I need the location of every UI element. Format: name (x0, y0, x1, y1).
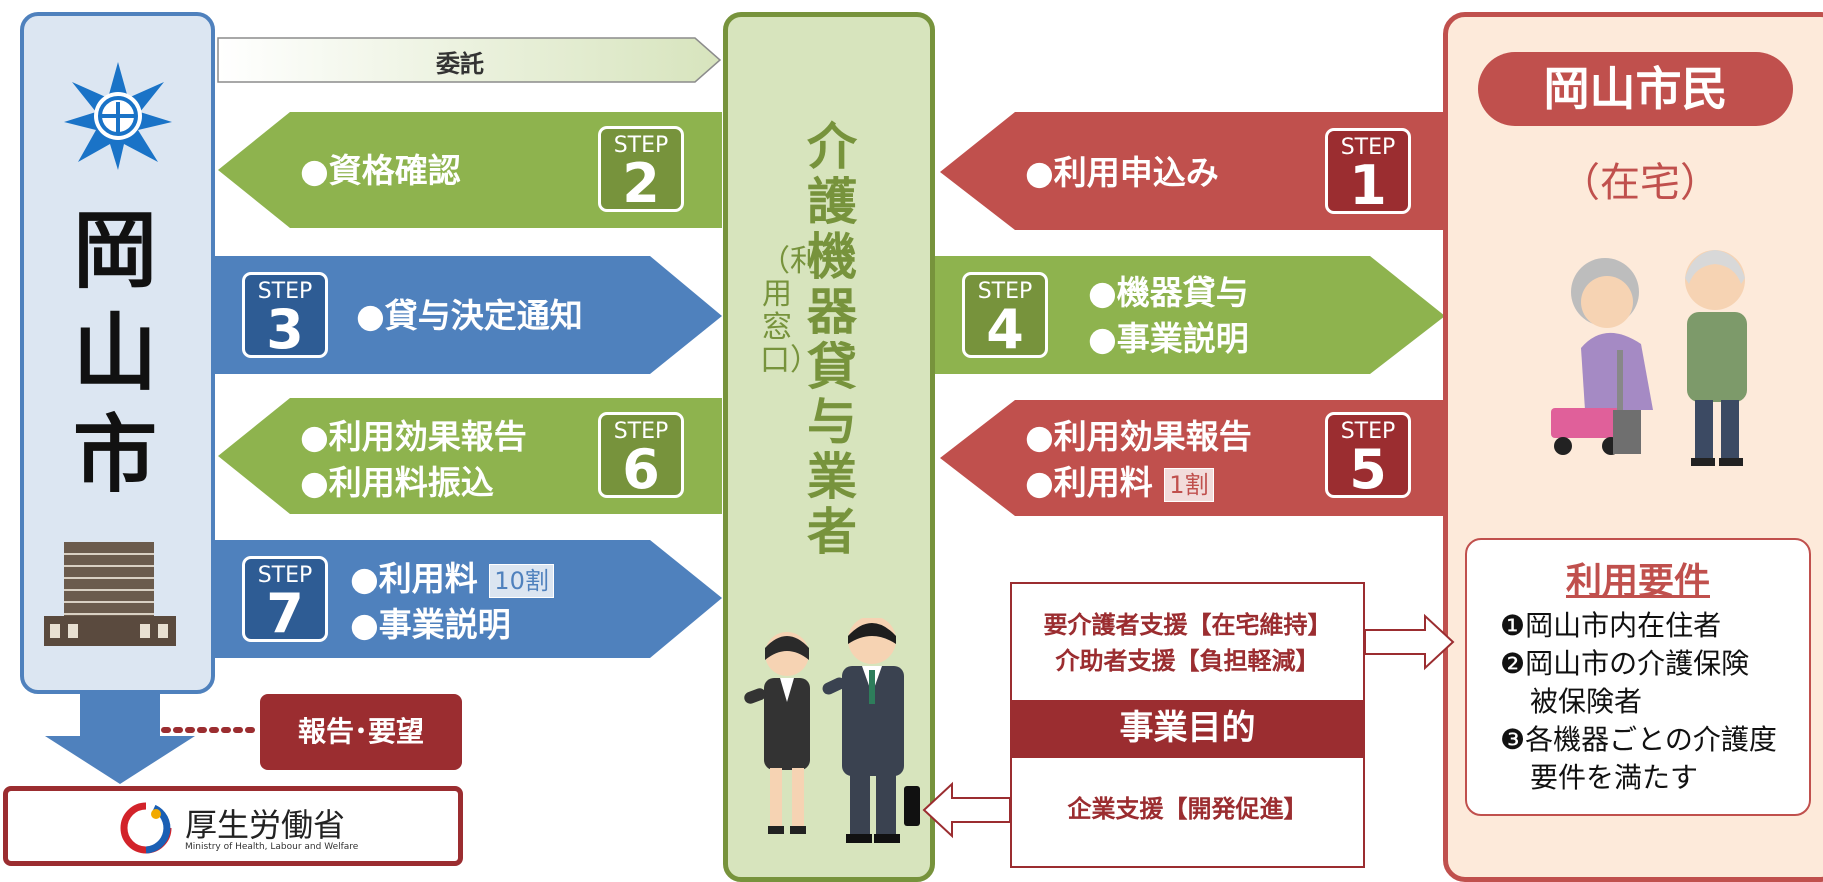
elderly-couple-illustration (1551, 250, 1747, 466)
city-hall-building-icon (44, 542, 176, 646)
purpose-left-arrow (922, 781, 1011, 839)
step5-arrow (940, 400, 1445, 516)
vendor-staff-illustration (744, 618, 920, 843)
requirements-box (1465, 538, 1811, 816)
step6-arrow (218, 398, 722, 514)
step7-text-2: ●事業説明 (350, 605, 511, 644)
purpose-business-box (1010, 756, 1365, 868)
down-arrow (45, 694, 195, 784)
requirement-item: 要件を満たす (1530, 761, 1699, 794)
step4-arrow (935, 256, 1445, 374)
requirement-item: 被保険者 (1530, 685, 1643, 718)
step4-text-2: ●事業説明 (1088, 319, 1249, 358)
step1-text: ●利用申込み (1025, 153, 1219, 192)
city-emblem-icon (64, 62, 172, 170)
ministry-box (3, 786, 463, 866)
step7-arrow (215, 540, 722, 658)
ministry-name: 厚生労働省 (185, 806, 346, 844)
purpose-line-1: 要介護者支援【在宅維持】 (1043, 611, 1332, 639)
step5-fee-label: ●利用料 (1025, 463, 1153, 502)
step6-text-2: ●利用料振込 (300, 463, 494, 502)
step2-text: ●資格確認 (300, 151, 461, 190)
step2-arrow (218, 112, 722, 228)
step7-fee-tag: 10割 (489, 563, 554, 598)
report-dotted-line (161, 727, 259, 733)
step5-text-1: ●利用効果報告 (1025, 417, 1252, 456)
purpose-title: 事業目的 (1010, 700, 1365, 756)
step3-arrow (215, 256, 722, 374)
purpose-line-2: 介助者支援【負担軽減】 (1055, 647, 1320, 675)
step5-text-2: ●利用料 1割 (1025, 460, 1214, 506)
ministry-logo-icon (120, 802, 172, 854)
step1-arrow (940, 112, 1445, 230)
purpose-support-box (1010, 582, 1365, 702)
step4-text-1: ●機器貸与 (1088, 273, 1249, 312)
step5-fee-tag: 1割 (1164, 467, 1214, 502)
requirement-item: ❷岡山市の介護保険 (1500, 647, 1750, 680)
citizen-title: 岡山市民 (1478, 52, 1793, 126)
consign-arrow (217, 37, 722, 83)
step6-text-1: ●利用効果報告 (300, 417, 527, 456)
requirement-item: ❶岡山市内在住者 (1500, 609, 1722, 642)
ministry-english-name: Ministry of Health, Labour and Welfare (185, 842, 359, 852)
vendor-name: 介護機器貸与業者 (807, 118, 857, 561)
step3-text: ●貸与決定通知 (356, 296, 583, 335)
requirement-item: ❸各機器ごとの介護度 (1500, 723, 1777, 756)
report-request-label: 報告･要望 (260, 694, 462, 770)
city-name: 岡山市 (72, 202, 157, 504)
vendor-subtitle: （利用窓口） (760, 244, 820, 378)
citizen-subtitle: （在宅） (1560, 160, 1720, 206)
step7-fee-label: ●利用料 (350, 559, 478, 598)
requirements-title: 利用要件 (1565, 561, 1710, 602)
purpose-right-arrow (1365, 613, 1455, 671)
purpose-line-3: 企業支援【開発促進】 (1067, 795, 1308, 823)
step7-text-1: ●利用料 10割 (350, 556, 554, 602)
consign-label: 委託 (436, 50, 484, 78)
